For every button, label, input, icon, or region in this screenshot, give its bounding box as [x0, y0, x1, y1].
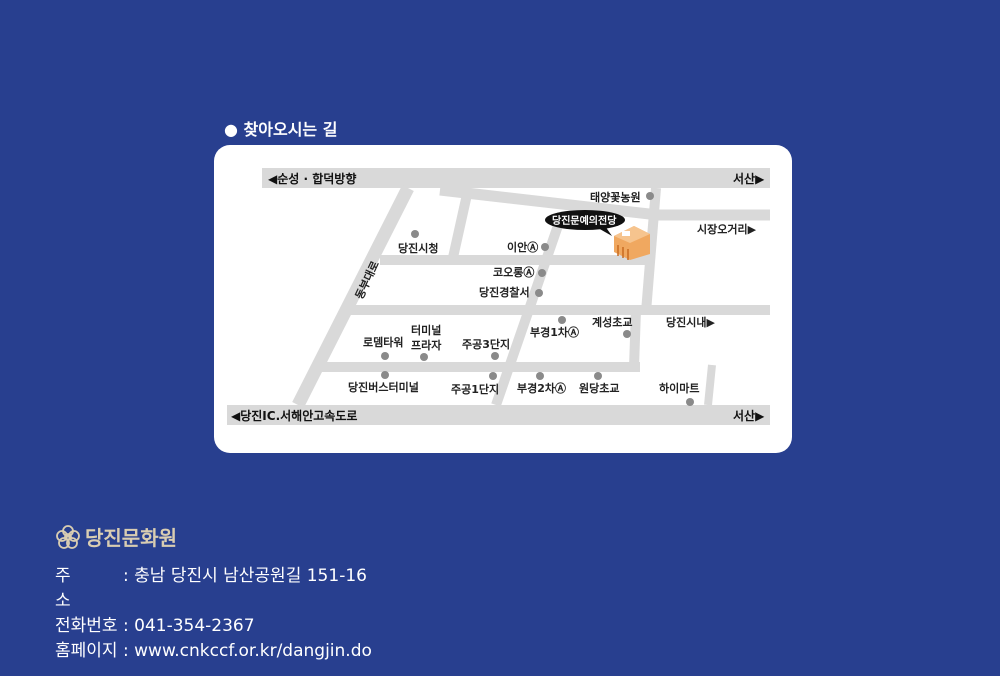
place-dot [594, 372, 602, 380]
homepage-link[interactable]: : www.cnkccf.or.kr/dangjin.do [123, 641, 372, 661]
place-label: 계성초교 [592, 315, 632, 329]
place-dot [558, 316, 566, 324]
org-logo: 당진문화원 [55, 522, 177, 551]
road-top [262, 168, 770, 188]
place-dot [381, 352, 389, 360]
road-bottom [227, 405, 770, 425]
road-label-dangjin-ic: ◀당진IC.서해안고속도로 [231, 408, 357, 423]
place-dot [541, 243, 549, 251]
place-label: 코오롱Ⓐ [493, 265, 534, 279]
place-dot [646, 192, 654, 200]
place-dot [420, 353, 428, 361]
directions-map: ◀순성 · 합덕방향 서산▶ ◀당진IC.서해안고속도로 서산▶ 시장오거리▶ … [214, 145, 792, 453]
place-label: 프라자 [411, 338, 442, 352]
phone-row: 전화번호: 041-354-2367 [55, 614, 372, 639]
org-name: 당진문화원 [85, 526, 177, 550]
place-label: 당진시청 [398, 241, 438, 255]
place-dot [489, 372, 497, 380]
road-cityhall [447, 188, 473, 264]
flower-emblem-icon [56, 524, 80, 549]
contact-info: 주소 : 충남 당진시 남산공원길 151-16 전화번호: 041-354-23… [55, 564, 372, 664]
place-label: 터미널 [411, 323, 441, 337]
homepage-label: 홈페이지 [55, 641, 118, 661]
section-title: ● 찾아오시는 길 [224, 120, 338, 139]
place-dot [623, 330, 631, 338]
map-svg: ◀순성 · 합덕방향 서산▶ ◀당진IC.서해안고속도로 서산▶ 시장오거리▶ … [227, 168, 770, 425]
place-dot [686, 398, 694, 406]
place-label: 태양꽃농원 [590, 190, 641, 204]
road-label-seosan-bottom: 서산▶ [733, 408, 765, 423]
place-label: 주공3단지 [462, 337, 510, 351]
destination-callout: 당진문예의전당 [545, 210, 625, 236]
section-title-text: 찾아오시는 길 [243, 120, 338, 139]
place-dot [538, 269, 546, 277]
road-v2 [629, 309, 641, 368]
place-label: 부경2차Ⓐ [517, 381, 566, 395]
address-value: : 충남 당진시 남산공원길 151-16 [123, 566, 367, 586]
road-label-seosan-top: 서산▶ [733, 171, 765, 186]
phone-value: : 041-354-2367 [123, 616, 255, 636]
phone-label: 전화번호 [55, 616, 118, 636]
place-label: 이안Ⓐ [507, 240, 538, 254]
destination-label: 당진문예의전당 [552, 214, 617, 227]
homepage-row: 홈페이지: www.cnkccf.or.kr/dangjin.do [55, 639, 372, 664]
road-himart [704, 364, 716, 406]
place-dot [536, 372, 544, 380]
place-dot [535, 289, 543, 297]
road-label-sunseong: ◀순성 · 합덕방향 [268, 171, 356, 186]
road-label-market: 시장오거리▶ [697, 222, 757, 236]
place-label: 당진버스터미널 [348, 380, 419, 394]
road-dongbu [292, 185, 414, 408]
place-label: 당진경찰서 [479, 285, 530, 299]
place-dot [491, 352, 499, 360]
place-dot [411, 230, 419, 238]
place-label: 하이마트 [659, 381, 699, 395]
place-label: 부경1차Ⓐ [530, 325, 579, 339]
place-label: 원당초교 [579, 381, 619, 395]
place-dot [381, 371, 389, 379]
road-label-downtown: 당진시내▶ [666, 315, 715, 329]
building-icon [614, 226, 650, 260]
place-label: 로뎀타워 [363, 335, 403, 349]
road-east [641, 187, 661, 313]
address-row: 주소 : 충남 당진시 남산공원길 151-16 [55, 564, 372, 614]
address-label: 주소 [55, 566, 101, 611]
place-label: 주공1단지 [451, 382, 499, 396]
